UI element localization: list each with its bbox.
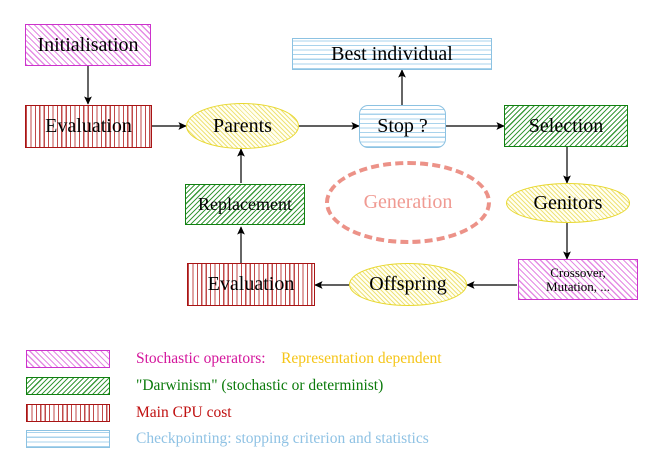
node-selection-label: Selection bbox=[528, 114, 604, 137]
node-offspring[interactable]: Offspring bbox=[349, 263, 467, 306]
node-initialisation-label: Initialisation bbox=[37, 33, 139, 56]
legend-swatch-red-vertical-hatch-icon bbox=[26, 404, 110, 422]
legend-row-stochastic: Stochastic operators: Representation dep… bbox=[26, 348, 442, 370]
node-offspring-label: Offspring bbox=[369, 273, 447, 295]
legend-label-representation-dependent: Representation dependent bbox=[281, 350, 442, 367]
node-replacement-label: Replacement bbox=[198, 194, 292, 215]
node-stop-label: Stop ? bbox=[377, 115, 428, 137]
node-generation-annotation: Generation bbox=[325, 161, 491, 244]
node-best-individual[interactable]: Best individual bbox=[292, 38, 492, 70]
node-evaluation-top[interactable]: Evaluation bbox=[25, 105, 152, 148]
legend-row-cpu-cost: Main CPU cost bbox=[26, 402, 232, 424]
legend-label-darwinism: "Darwinism" (stochastic or determinist) bbox=[136, 377, 384, 394]
legend-label-checkpointing: Checkpointing: stopping criterion and st… bbox=[136, 430, 429, 447]
node-best-individual-label: Best individual bbox=[331, 42, 453, 65]
node-parents[interactable]: Parents bbox=[186, 103, 299, 149]
node-genitors[interactable]: Genitors bbox=[506, 183, 630, 223]
legend-label-main-cpu-cost: Main CPU cost bbox=[136, 404, 232, 421]
legend-swatch-magenta-diagonal-hatch-icon bbox=[26, 350, 110, 368]
node-evaluation-bottom-label: Evaluation bbox=[207, 273, 295, 295]
node-evaluation-bottom[interactable]: Evaluation bbox=[187, 263, 315, 306]
node-stop[interactable]: Stop ? bbox=[359, 105, 446, 148]
legend-row-darwinism: "Darwinism" (stochastic or determinist) bbox=[26, 375, 383, 397]
legend: Stochastic operators: Representation dep… bbox=[0, 338, 662, 471]
node-selection[interactable]: Selection bbox=[504, 105, 628, 147]
node-crossover-label-line1: Crossover, bbox=[550, 264, 606, 280]
node-genitors-label: Genitors bbox=[533, 191, 603, 214]
node-parents-label: Parents bbox=[213, 114, 272, 137]
node-generation-label: Generation bbox=[363, 191, 453, 213]
legend-label-stochastic-operators: Stochastic operators: bbox=[136, 350, 266, 367]
node-replacement[interactable]: Replacement bbox=[185, 184, 305, 225]
node-initialisation[interactable]: Initialisation bbox=[25, 24, 151, 66]
legend-swatch-green-diagonal-hatch-icon bbox=[26, 377, 110, 395]
node-evaluation-top-label: Evaluation bbox=[45, 115, 132, 137]
node-crossover-label-line2: Mutation, ... bbox=[546, 278, 610, 294]
legend-swatch-blue-horizontal-hatch-icon bbox=[26, 430, 110, 448]
node-crossover-mutation[interactable]: Crossover, Mutation, ... bbox=[518, 259, 638, 300]
legend-row-checkpointing: Checkpointing: stopping criterion and st… bbox=[26, 428, 429, 450]
